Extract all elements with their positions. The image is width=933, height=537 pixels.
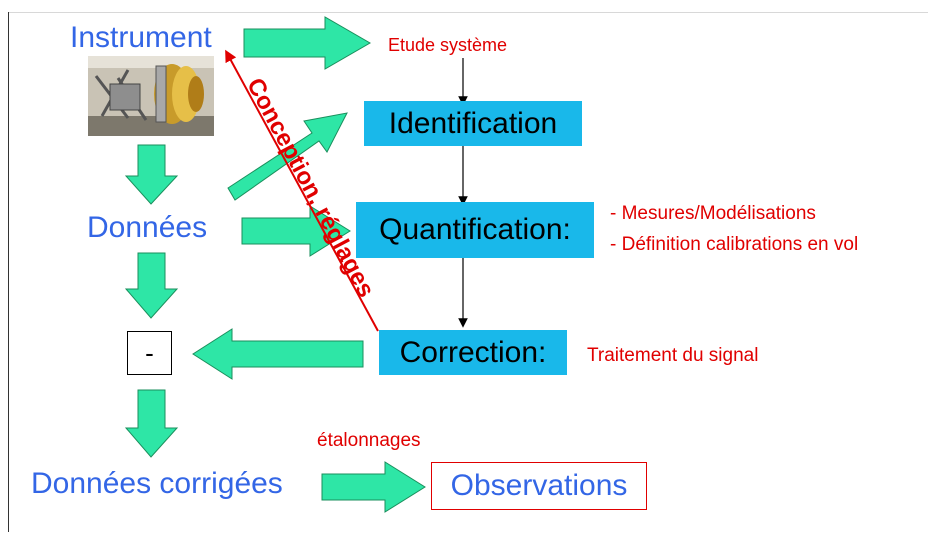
frame-left-line [8, 12, 9, 532]
box-correction: Correction: [379, 330, 567, 375]
frame-top-line [8, 12, 928, 13]
minus-operator: - [127, 331, 172, 375]
note-traitement: Traitement du signal [587, 345, 759, 366]
box-quantification: Quantification: [356, 202, 594, 258]
label-donnees-corrigees: Données corrigées [31, 467, 283, 500]
instrument-photo [88, 56, 214, 136]
label-donnees: Données [87, 211, 208, 244]
arrow-conception-reglages [225, 49, 379, 332]
note-etude-systeme: Etude système [388, 35, 508, 55]
label-instrument: Instrument [70, 21, 212, 54]
arrow-donnees-to-identification [227, 112, 348, 201]
box-observations: Observations [431, 462, 647, 510]
arrow-instrument-to-etude [243, 16, 371, 70]
box-identification: Identification [364, 101, 582, 146]
arrow-corrigees-to-observations [321, 461, 426, 513]
arrow-correction-to-minus [192, 328, 364, 380]
arrow-minus-to-corrigees [124, 389, 179, 458]
note-mesures: - Mesures/Modélisations [610, 203, 816, 224]
arrow-donnees-to-minus [124, 252, 179, 319]
note-etalonnages: étalonnages [317, 430, 421, 451]
arrow-photo-to-donnees [124, 144, 179, 205]
note-definition: - Définition calibrations en vol [610, 234, 859, 255]
